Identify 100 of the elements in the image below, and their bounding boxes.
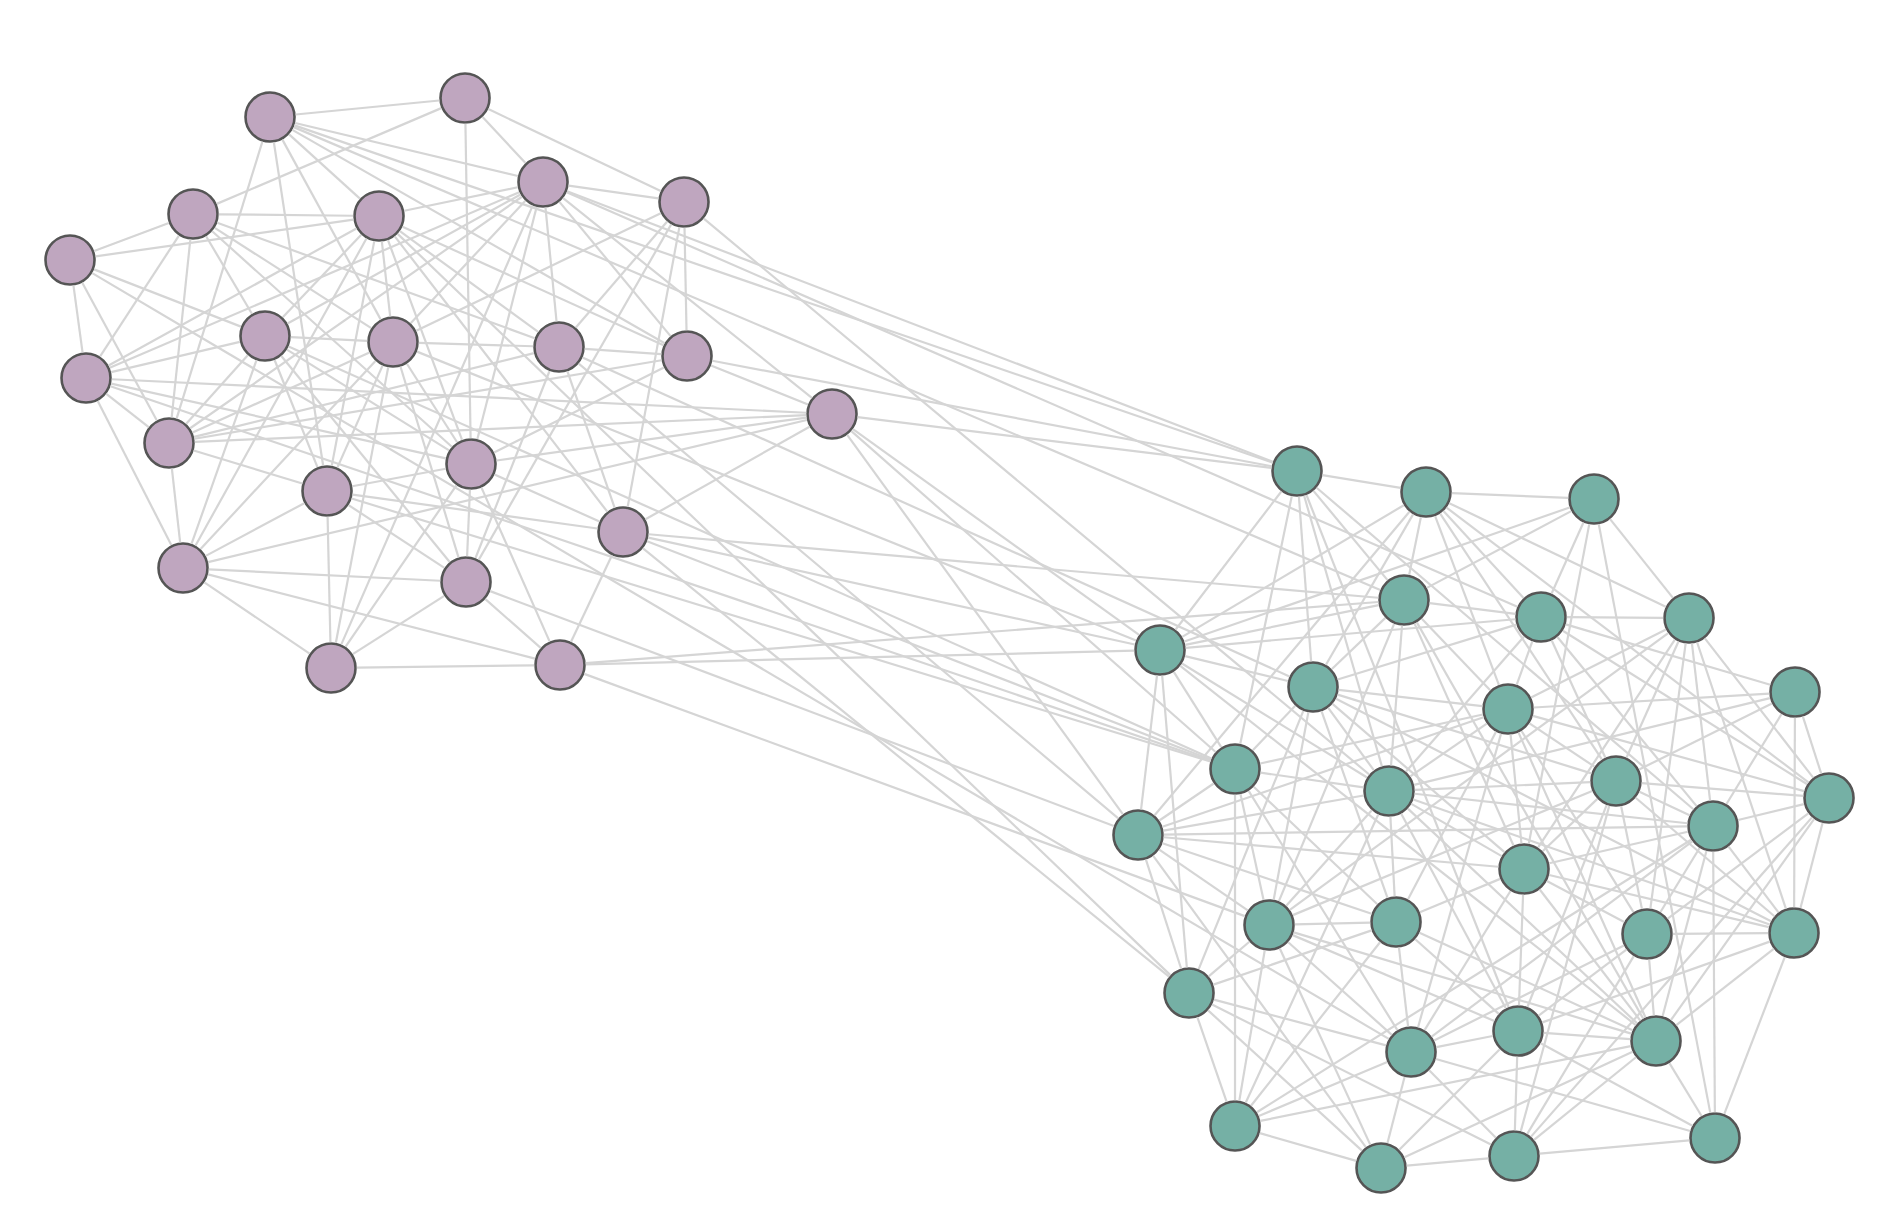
edge-line <box>1161 675 1188 968</box>
network-node <box>534 639 586 691</box>
edge-line <box>1408 517 1422 575</box>
edge-line <box>291 128 666 345</box>
edge-line <box>1540 1042 1693 1127</box>
edge-line <box>1260 713 1484 765</box>
network-node <box>1287 661 1339 713</box>
network-node <box>1768 907 1820 959</box>
edge-line <box>1421 617 1491 692</box>
network-node <box>244 91 296 143</box>
edge-line <box>466 489 471 557</box>
edge-line <box>340 205 534 645</box>
network-node <box>1621 908 1673 960</box>
edge-line <box>1541 798 1599 852</box>
edge-line <box>175 141 264 419</box>
network-node <box>1400 466 1452 518</box>
edge-line <box>566 190 1274 463</box>
edge-line <box>352 467 446 488</box>
edge-line <box>1315 486 1695 811</box>
edge-line <box>1415 621 1645 1020</box>
edge-line <box>585 649 1135 666</box>
edge-line <box>344 484 458 648</box>
edge-line <box>1158 848 1249 912</box>
edge-line <box>1527 524 1591 844</box>
edge-line <box>1541 940 1771 1024</box>
edge-line <box>1515 640 1534 686</box>
edge-line <box>1410 802 1503 858</box>
edge-line <box>416 350 1137 642</box>
edge-line <box>487 108 662 192</box>
edge-line <box>109 191 520 369</box>
edge-line <box>1609 518 1674 599</box>
edge-line <box>1668 1062 1703 1117</box>
network-node <box>1498 843 1550 895</box>
edge-line <box>190 359 258 545</box>
edge-line <box>193 449 303 485</box>
edge-line <box>1509 734 1523 844</box>
edge-line <box>710 364 809 406</box>
edge-line <box>585 600 1379 665</box>
edge-line <box>1278 947 1372 1146</box>
edge-line <box>1172 671 1223 748</box>
edge-line <box>1548 830 1689 865</box>
edge-line <box>1162 842 1372 915</box>
edge-line <box>205 235 253 315</box>
edge-line <box>1294 921 1371 926</box>
network-node <box>367 316 419 368</box>
edge-line <box>1152 855 1367 1148</box>
edge-line <box>1184 506 1570 643</box>
edge-line <box>72 285 84 353</box>
edge-line <box>1414 792 1688 825</box>
edge-line <box>99 235 180 357</box>
edge-line <box>1184 655 1289 682</box>
edge-line <box>272 142 325 466</box>
edge-line <box>1144 859 1183 969</box>
edge-line <box>703 217 1370 776</box>
edge-line <box>326 516 332 643</box>
network-node <box>1134 624 1186 676</box>
edge-line <box>409 200 527 324</box>
edge-line <box>1337 693 1592 775</box>
network-node <box>60 352 112 404</box>
edge-line <box>351 497 1211 763</box>
edge-line <box>1197 710 1305 970</box>
edge-line <box>481 116 527 164</box>
edge-line <box>1799 822 1824 909</box>
network-node <box>533 321 585 373</box>
edge-line <box>1597 524 1712 1113</box>
edge-line <box>399 230 539 333</box>
edge-line <box>1312 490 1389 581</box>
edge-line <box>287 193 521 325</box>
edge-line <box>1423 890 1512 1031</box>
edge-line <box>1407 731 1497 900</box>
edge-line <box>189 195 523 430</box>
network-node <box>1370 896 1422 948</box>
edge-line <box>1550 522 1585 594</box>
network-node <box>440 556 492 608</box>
edge-line <box>484 598 542 649</box>
edge-line <box>1292 789 1593 917</box>
edge-line <box>1413 623 1515 846</box>
edge-line <box>1325 513 1415 666</box>
edge-line <box>386 239 464 441</box>
edge-line <box>1303 495 1383 767</box>
edge-line <box>1659 847 1701 913</box>
edge-line <box>399 366 460 558</box>
network-node <box>658 176 710 228</box>
edge-line <box>1565 623 1771 686</box>
edge-line <box>1213 929 1372 986</box>
network-node <box>1209 743 1261 795</box>
edge-line <box>1439 512 1603 761</box>
edge-line <box>1625 641 1680 758</box>
edge-line <box>1335 697 1772 923</box>
edge-line <box>1211 1003 1492 1146</box>
edge-line <box>1413 798 1771 926</box>
edge-line <box>418 341 534 348</box>
edge-line <box>95 218 354 258</box>
network-node <box>1769 666 1821 718</box>
edge-line <box>393 235 609 513</box>
network-node <box>1590 755 1642 807</box>
edge-line <box>1634 796 1776 918</box>
edge-line <box>1556 636 1698 807</box>
edge-line <box>1400 813 1507 1009</box>
edge-line <box>558 201 672 337</box>
